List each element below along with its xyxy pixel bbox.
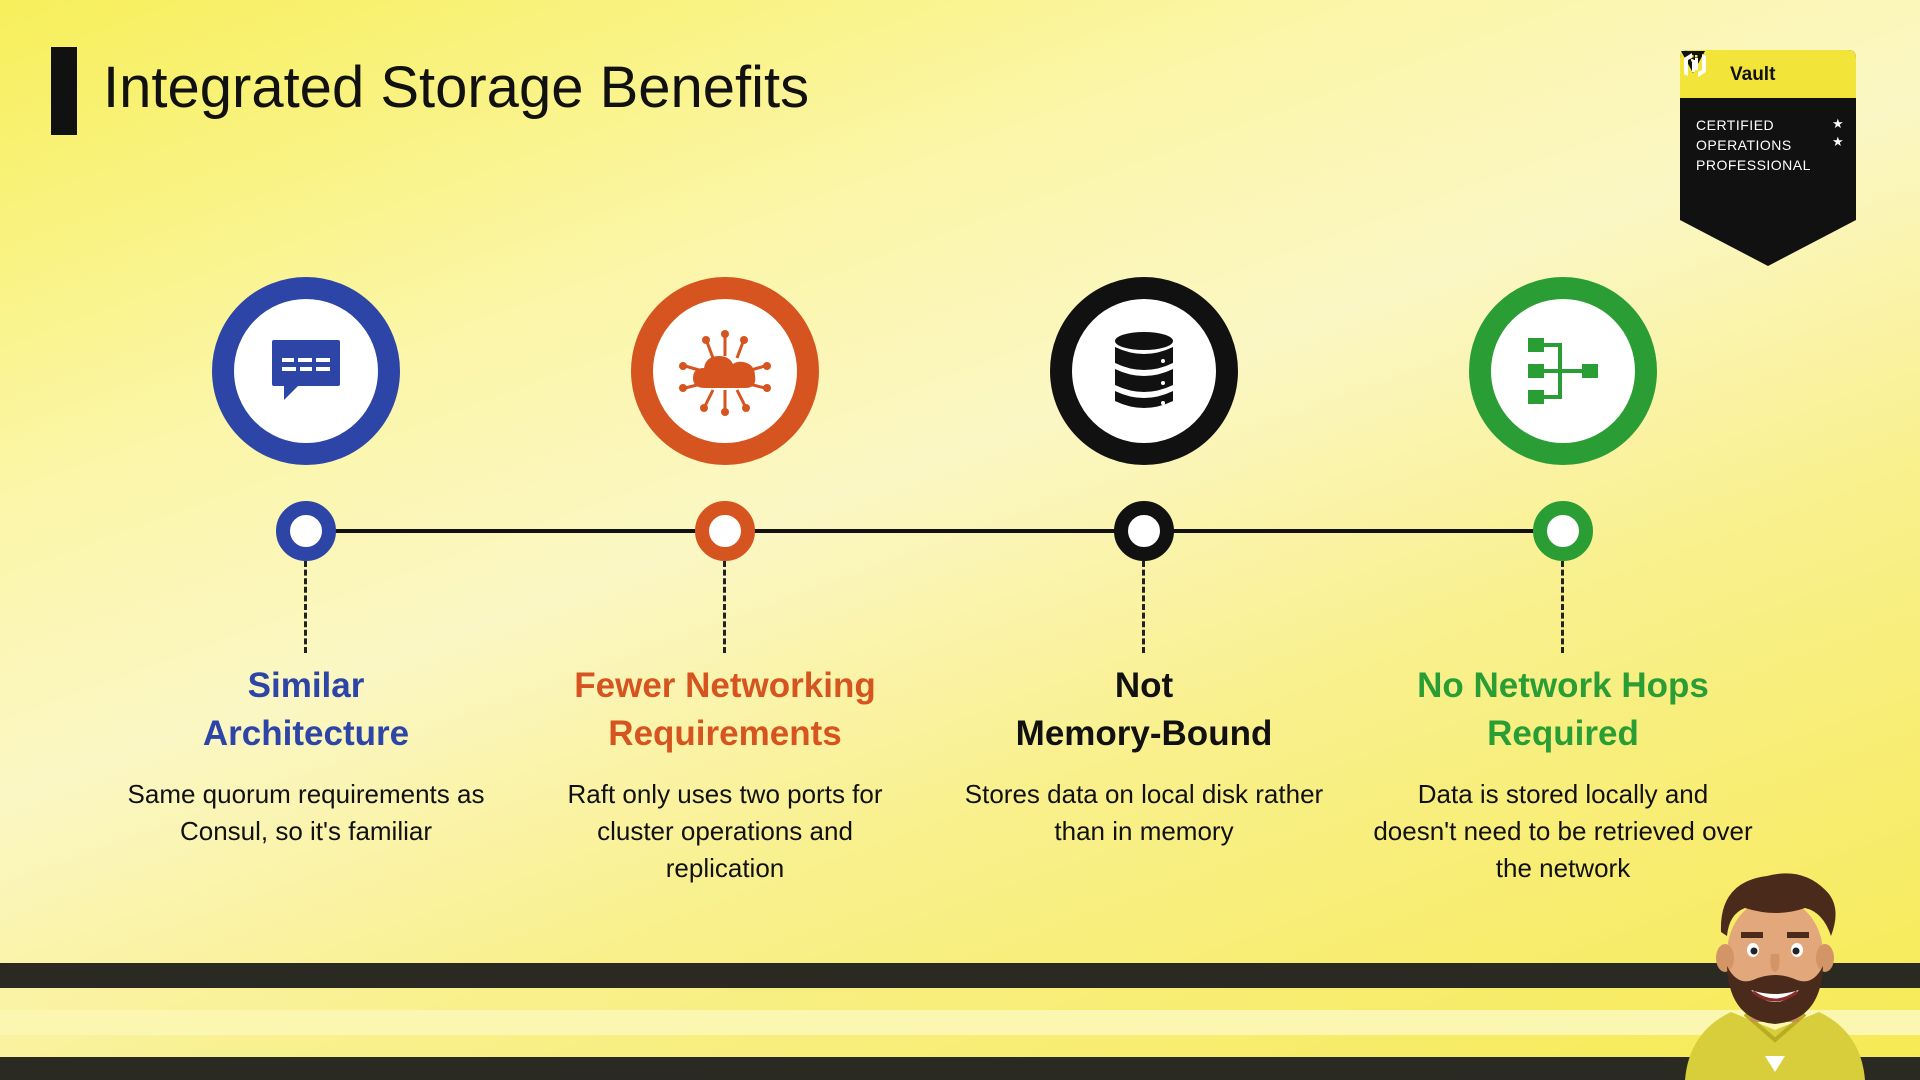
dashed-connector xyxy=(304,561,307,653)
icon-ring xyxy=(212,277,400,465)
badge-line: PROFESSIONAL xyxy=(1696,157,1811,173)
dashed-connector xyxy=(1142,561,1145,653)
timeline-node xyxy=(276,501,336,561)
heading-line: Memory-Bound xyxy=(1015,714,1273,753)
benefit-heading: Not Memory-Bound xyxy=(934,662,1354,758)
star-icon: ★ xyxy=(1832,134,1844,149)
chat-message-icon xyxy=(272,340,340,400)
benefit-fewer-networking: Fewer Networking Requirements Raft only … xyxy=(515,0,935,1080)
benefit-similar-architecture: Similar Architecture Same quorum require… xyxy=(96,0,516,1080)
timeline-node xyxy=(1533,501,1593,561)
dashed-connector xyxy=(1561,561,1564,653)
heading-line: No Network Hops xyxy=(1417,666,1709,705)
dashed-connector xyxy=(723,561,726,653)
heading-line: Architecture xyxy=(202,714,410,753)
benefit-not-memory-bound: Not Memory-Bound Stores data on local di… xyxy=(934,0,1354,1080)
timeline-node xyxy=(1114,501,1174,561)
badge-line: OPERATIONS xyxy=(1696,137,1792,153)
hashicorp-logo-icon xyxy=(1684,53,1706,77)
star-icon: ★ xyxy=(1832,116,1844,131)
badge-certification-text: CERTIFIED OPERATIONS PROFESSIONAL xyxy=(1696,115,1811,175)
benefit-description: Stores data on local disk rather than in… xyxy=(964,779,1324,846)
heading-line: Not xyxy=(1114,666,1174,705)
hierarchy-icon xyxy=(1528,338,1598,404)
badge-shape xyxy=(1680,50,1856,266)
benefit-heading: Similar Architecture xyxy=(96,662,516,758)
benefit-description: Same quorum requirements as Consul, so i… xyxy=(127,779,485,846)
badge-line: CERTIFIED xyxy=(1696,117,1775,133)
badge-product-name: Vault xyxy=(1730,64,1776,85)
footer-stripe xyxy=(0,963,1920,988)
heading-line: Requirements xyxy=(608,714,842,753)
heading-line: Required xyxy=(1487,714,1639,753)
title-accent-bar xyxy=(51,47,77,135)
database-icon xyxy=(1115,332,1173,408)
benefit-description: Raft only uses two ports for cluster ope… xyxy=(567,779,883,883)
benefit-no-network-hops: No Network Hops Required Data is stored … xyxy=(1353,0,1773,1080)
footer-stripe xyxy=(0,1057,1920,1080)
benefit-heading: Fewer Networking Requirements xyxy=(515,662,935,758)
benefit-heading: No Network Hops Required xyxy=(1353,662,1773,758)
certification-badge: Vault CERTIFIED OPERATIONS PROFESSIONAL … xyxy=(1680,50,1856,266)
icon-ring xyxy=(1469,277,1657,465)
benefit-description: Data is stored locally and doesn't need … xyxy=(1373,779,1753,883)
timeline-line xyxy=(306,529,1562,533)
icon-ring xyxy=(1050,277,1238,465)
footer-stripe xyxy=(0,1010,1920,1035)
presenter-avatar xyxy=(1685,873,1865,1080)
heading-line: Similar xyxy=(247,666,365,705)
timeline-node xyxy=(695,501,755,561)
page-title: Integrated Storage Benefits xyxy=(103,55,810,120)
icon-ring xyxy=(631,277,819,465)
heading-line: Fewer Networking xyxy=(574,666,876,705)
cloud-network-icon xyxy=(679,330,771,416)
